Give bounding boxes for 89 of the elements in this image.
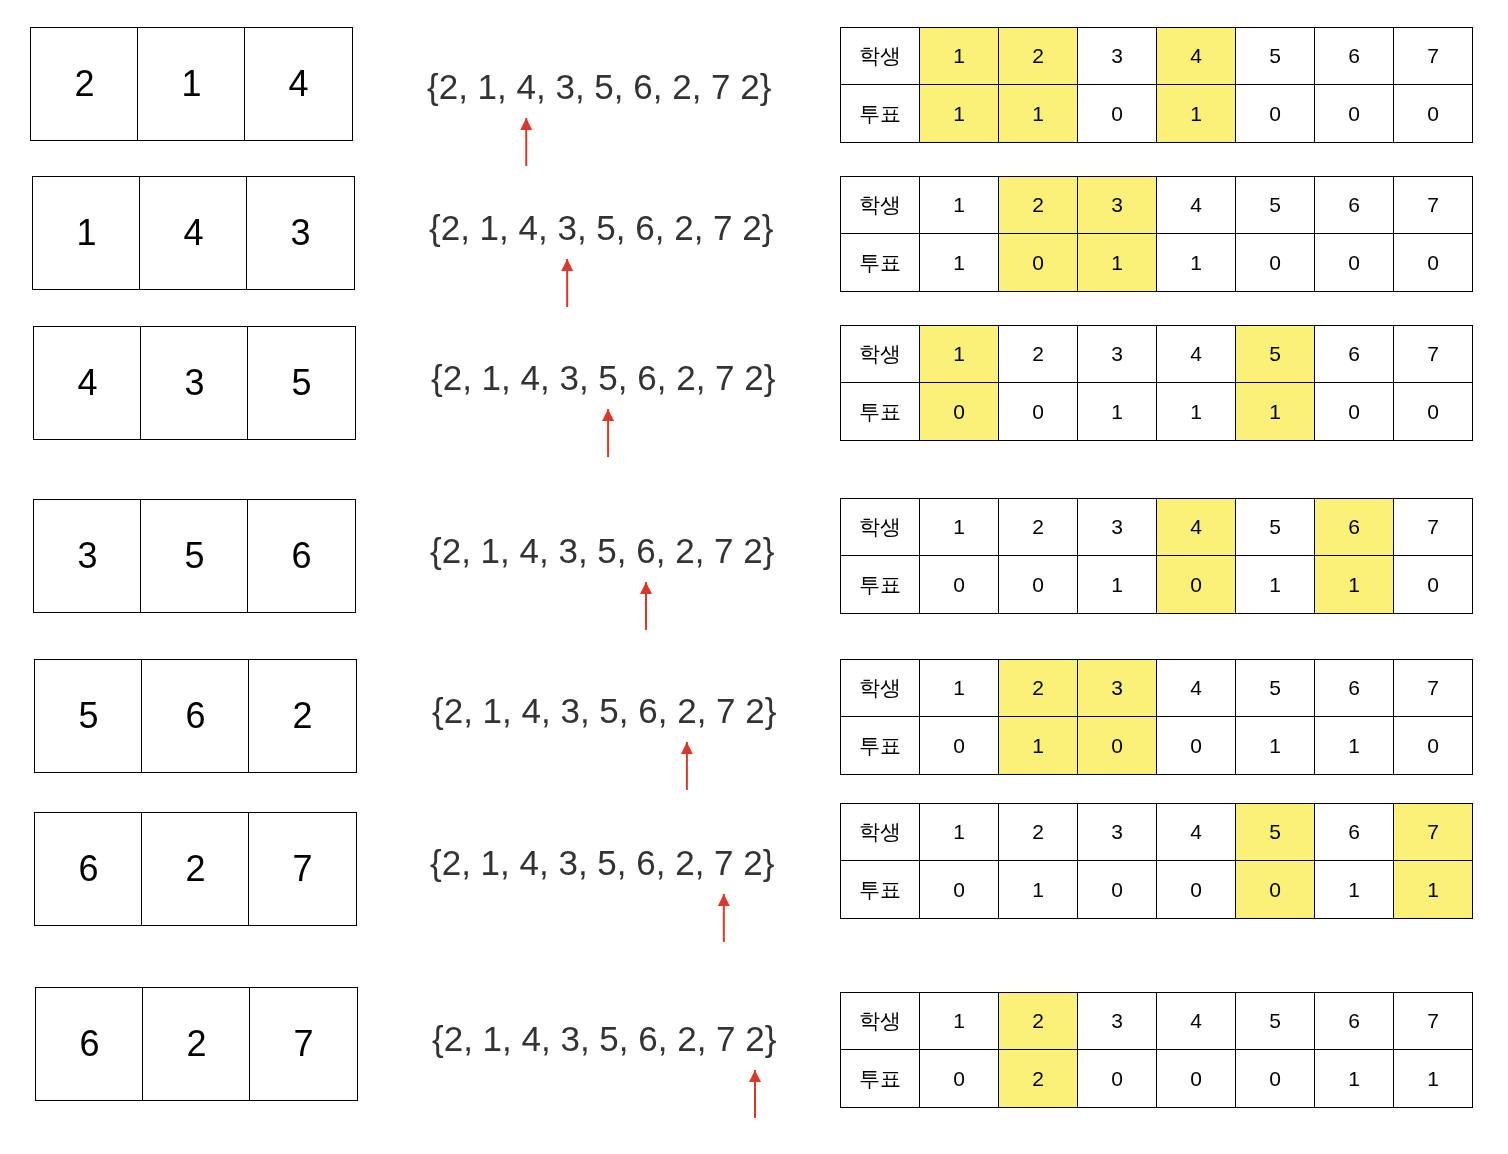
highlighted-cell: 5 [1235, 803, 1315, 861]
sequence-text: {2, 1, 4, 3, 5, 6, 2, 7 2} [427, 64, 772, 118]
highlighted-cell: 1 [1077, 233, 1157, 292]
highlighted-cell: 2 [998, 992, 1078, 1050]
highlighted-cell: 6 [1314, 498, 1394, 556]
table-cell: 7 [1393, 992, 1473, 1050]
table-cell: 7 [1393, 325, 1473, 383]
highlighted-cell: 0 [1235, 860, 1315, 919]
number-box: 5 [140, 499, 249, 613]
highlighted-cell: 1 [1393, 860, 1473, 919]
row-header-cell: 투표 [840, 233, 920, 292]
number-box: 4 [139, 176, 248, 290]
table-cell: 7 [1393, 659, 1473, 717]
number-box: 2 [142, 987, 251, 1101]
row-header-cell: 투표 [840, 555, 920, 614]
pointer-arrow [602, 408, 615, 458]
highlighted-cell: 4 [1156, 498, 1236, 556]
row-header-cell: 학생 [840, 992, 920, 1050]
row-header-cell: 투표 [840, 382, 920, 441]
number-box: 6 [35, 987, 144, 1101]
sequence-text: {2, 1, 4, 3, 5, 6, 2, 7 2} [432, 1016, 777, 1070]
number-box: 2 [141, 812, 250, 926]
highlighted-cell: 1 [1156, 84, 1236, 143]
row-header-cell: 학생 [840, 659, 920, 717]
pointer-arrow [680, 741, 693, 791]
number-box: 7 [249, 987, 358, 1101]
number-box: 6 [34, 812, 143, 926]
highlighted-cell: 0 [998, 233, 1078, 292]
number-box: 3 [246, 176, 355, 290]
row-header-cell: 투표 [840, 1049, 920, 1108]
sequence-text: {2, 1, 4, 3, 5, 6, 2, 7 2} [431, 355, 776, 409]
table-cell: 7 [1393, 176, 1473, 234]
highlighted-cell: 2 [998, 176, 1078, 234]
table-cell: 0 [1393, 84, 1473, 143]
sequence-text: {2, 1, 4, 3, 5, 6, 2, 7 2} [429, 205, 774, 259]
highlighted-cell: 1 [919, 325, 999, 383]
highlighted-cell: 1 [919, 27, 999, 85]
row-header-cell: 투표 [840, 716, 920, 775]
highlighted-cell: 1 [919, 84, 999, 143]
row-header-cell: 학생 [840, 803, 920, 861]
number-box: 3 [140, 326, 249, 440]
row-header-cell: 학생 [840, 27, 920, 85]
table-cell: 1 [1393, 1049, 1473, 1108]
number-box: 3 [33, 499, 142, 613]
highlighted-cell: 2 [998, 1049, 1078, 1108]
row-header-cell: 투표 [840, 860, 920, 919]
pointer-arrow [749, 1069, 761, 1119]
highlighted-cell: 1 [998, 84, 1078, 143]
table-cell: 7 [1393, 27, 1473, 85]
highlighted-cell: 2 [998, 659, 1078, 717]
number-box: 2 [248, 659, 357, 773]
row-header-cell: 학생 [840, 498, 920, 556]
highlighted-cell: 0 [1156, 555, 1236, 614]
highlighted-cell: 0 [1077, 716, 1157, 775]
number-box: 6 [247, 499, 356, 613]
highlighted-cell: 4 [1156, 27, 1236, 85]
number-box: 4 [244, 27, 353, 141]
highlighted-cell: 1 [1314, 555, 1394, 614]
row-header-cell: 학생 [840, 325, 920, 383]
table-cell: 0 [1393, 716, 1473, 775]
highlighted-cell: 1 [998, 716, 1078, 775]
pointer-arrow [520, 117, 533, 167]
number-box: 5 [247, 326, 356, 440]
number-box: 2 [30, 27, 139, 141]
number-box: 4 [33, 326, 142, 440]
number-box: 1 [137, 27, 246, 141]
pointer-arrow [561, 258, 574, 308]
table-cell: 0 [1393, 233, 1473, 292]
pointer-arrow [717, 893, 730, 943]
number-box: 5 [34, 659, 143, 773]
table-cell: 0 [1393, 555, 1473, 614]
pointer-arrow [640, 581, 652, 631]
highlighted-cell: 2 [998, 27, 1078, 85]
sequence-text: {2, 1, 4, 3, 5, 6, 2, 7 2} [432, 688, 777, 742]
highlighted-cell: 5 [1235, 325, 1315, 383]
highlighted-cell: 0 [919, 382, 999, 441]
highlighted-cell: 1 [1235, 382, 1315, 441]
number-box: 1 [32, 176, 141, 290]
row-header-cell: 투표 [840, 84, 920, 143]
sequence-text: {2, 1, 4, 3, 5, 6, 2, 7 2} [430, 840, 775, 894]
number-box: 7 [248, 812, 357, 926]
sequence-text: {2, 1, 4, 3, 5, 6, 2, 7 2} [430, 528, 775, 582]
highlighted-cell: 3 [1077, 176, 1157, 234]
row-header-cell: 학생 [840, 176, 920, 234]
highlighted-cell: 3 [1077, 659, 1157, 717]
highlighted-cell: 7 [1393, 803, 1473, 861]
table-cell: 7 [1393, 498, 1473, 556]
number-box: 6 [141, 659, 250, 773]
table-cell: 0 [1393, 382, 1473, 441]
